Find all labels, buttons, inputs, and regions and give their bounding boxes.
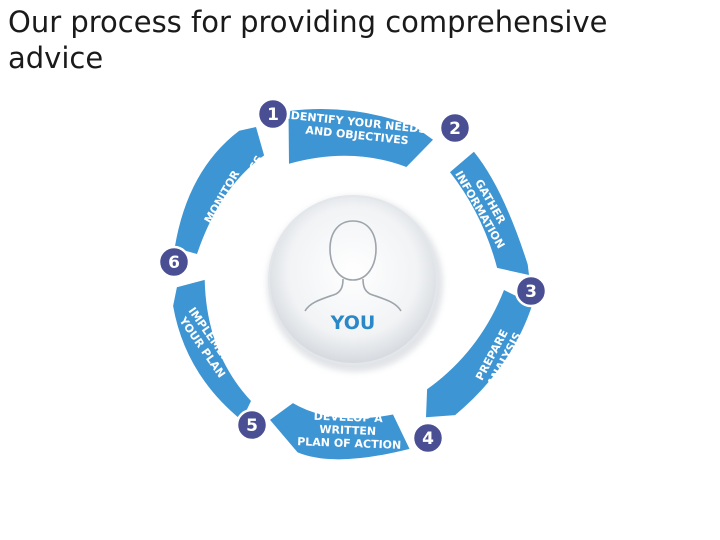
step-2-number: 2 <box>449 119 461 139</box>
step-1-number: 1 <box>267 105 279 125</box>
svg-text:DEVELOP A WRITTEN: DEVELOP A WRITTEN PLAN OF ACTION <box>297 409 402 452</box>
step-1-badge: 1 <box>256 97 290 131</box>
step-4-segment <box>270 403 410 460</box>
step-4-label: DEVELOP A WRITTEN PLAN OF ACTION <box>297 409 402 452</box>
step-6-number: 6 <box>168 253 180 273</box>
step-5-number: 5 <box>246 416 258 436</box>
center-circle: YOU <box>267 195 443 372</box>
step-3-number: 3 <box>525 282 537 302</box>
center-label: YOU <box>330 312 376 334</box>
ring-segments <box>173 109 533 460</box>
step-5-segment <box>173 279 251 421</box>
page-title: Our process for providing comprehensive … <box>8 5 608 75</box>
step-2-badge: 2 <box>438 111 472 145</box>
step-4-label-line-2: WRITTEN <box>319 423 376 438</box>
step-5-badge: 5 <box>235 408 269 442</box>
step-6-segment <box>174 127 265 254</box>
step-2-segment <box>450 151 529 275</box>
step-4-badge: 4 <box>411 421 445 455</box>
step-3-badge: 3 <box>514 274 548 308</box>
step-4-label-line-3: PLAN OF ACTION <box>297 435 401 452</box>
step-3-segment <box>426 290 533 418</box>
step-6-badge: 6 <box>157 245 191 279</box>
step-1-segment <box>288 109 433 167</box>
step-4-label-line-1: DEVELOP A <box>313 410 383 425</box>
person-silhouette-icon <box>304 220 402 312</box>
step-4-number: 4 <box>422 429 434 449</box>
